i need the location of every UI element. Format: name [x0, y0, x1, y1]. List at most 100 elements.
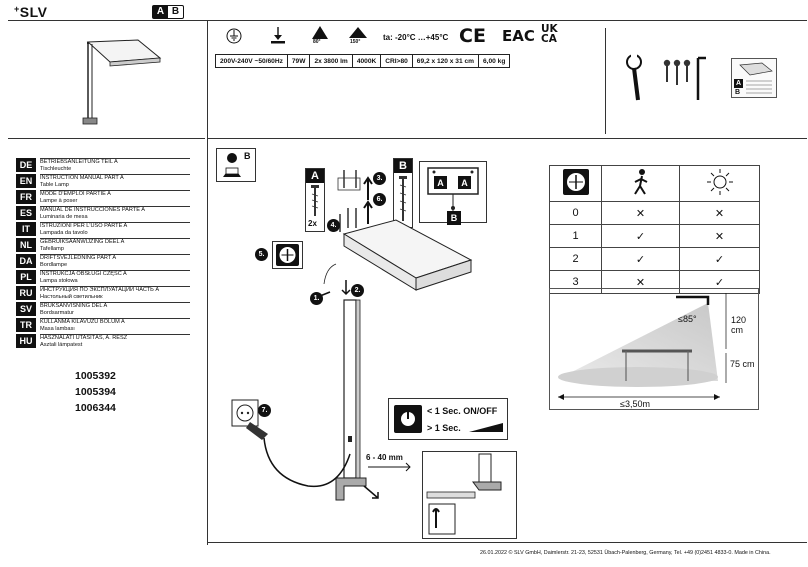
setting-value: 1: [549, 224, 602, 248]
dial-icon: [276, 244, 299, 266]
article-number: 1005394: [75, 386, 116, 398]
detail-label-a: A: [434, 176, 447, 189]
article-number: 1005392: [75, 370, 116, 382]
sensor-row: 2 ✓ ✓: [549, 247, 760, 271]
dim-text: > 1 Sec.: [427, 423, 461, 433]
sun-icon: [706, 169, 733, 195]
detection-radius: ≤3,50m: [620, 399, 650, 409]
spec-cri: CRI>80: [380, 54, 413, 68]
spec-power: 79W: [286, 54, 311, 68]
lang-code: HU: [16, 334, 36, 348]
plus-icon: +: [14, 4, 20, 14]
lang-code: NL: [16, 238, 36, 252]
bottom-rule: [208, 542, 807, 543]
tray-label-a: A: [734, 79, 743, 88]
lang-code: TR: [16, 318, 36, 332]
spec-table: 200V-240V ~50/60Hz 79W 2x 3800 lm 4000K …: [215, 54, 511, 68]
screw-icon: [663, 59, 691, 85]
motion-header: [601, 165, 680, 202]
lang-code: FR: [16, 190, 36, 204]
clamp-drawing: [426, 453, 502, 535]
top-rule: [8, 20, 807, 21]
ce-mark: CE: [459, 25, 486, 47]
beam-80-icon: [312, 26, 328, 39]
detection-cone-drawing: [558, 293, 727, 400]
sensor-row: 1 ✓ ✕: [549, 224, 760, 248]
screw-icon: [399, 176, 407, 221]
ukca-mark: UK CA: [541, 23, 558, 45]
ground-icon: [226, 28, 242, 44]
touch-button-icon: [394, 405, 422, 433]
screw-box-b: B: [393, 158, 413, 228]
detail-label-b: B: [447, 211, 461, 225]
tray-label-b: B: [735, 89, 741, 96]
sensor-row: 3 ✕ ✓: [549, 270, 760, 294]
step-6: 6.: [373, 193, 386, 206]
setting-value: 0: [549, 201, 602, 225]
badge-b: B: [171, 6, 180, 17]
brand-name: SLV: [19, 4, 48, 20]
main-divider: [207, 20, 208, 545]
lang-code: ES: [16, 206, 36, 220]
sensor-dial-box: [272, 241, 303, 269]
clamp-range: 6 - 40 mm: [366, 453, 403, 462]
parts-tray: A B: [731, 58, 777, 98]
lang-code: RU: [16, 286, 36, 300]
lang-code: IT: [16, 222, 36, 236]
lamp-assembly-drawing: [319, 170, 473, 501]
dial-header: [549, 165, 602, 202]
sensor-settings-table: 0 ✕ ✕ 1 ✓ ✕ 2 ✓ ✓ 3 ✕ ✓: [549, 165, 760, 294]
spec-dimensions: 69,2 x 120 x 31 cm: [411, 54, 480, 68]
daylight-mark: ✕: [679, 224, 760, 248]
screw-box-a: A 2x: [305, 168, 325, 232]
lang-code: DA: [16, 254, 36, 268]
lamp-thumbnail: [82, 39, 162, 125]
setting-value: 2: [549, 247, 602, 271]
motion-mark: ✕: [601, 201, 680, 225]
spec-weight: 6,00 kg: [477, 54, 511, 68]
daylight-mark: ✕: [679, 201, 760, 225]
badge-a: A: [153, 6, 168, 18]
mounting-surface-icon: [271, 27, 285, 44]
daylight-header: [679, 165, 760, 202]
beam-150-icon: [349, 27, 367, 38]
mid-rule: [208, 138, 807, 139]
touch-control-box: < 1 Sec. ON/OFF > 1 Sec.: [388, 398, 508, 440]
lang-code: DE: [16, 158, 36, 172]
step-4: 4.: [327, 219, 340, 232]
allen-key-icon: [696, 56, 706, 100]
motion-mark: ✓: [601, 224, 680, 248]
on-off-text: < 1 Sec. ON/OFF: [427, 406, 498, 416]
daylight-mark: ✓: [679, 247, 760, 271]
spec-voltage: 200V-240V ~50/60Hz: [215, 54, 288, 68]
part-badge: A B: [152, 5, 184, 19]
spec-lumen: 2x 3800 lm: [309, 54, 353, 68]
step-2: 2.: [351, 284, 364, 297]
lang-code: EN: [16, 174, 36, 188]
brand-logo: +SLV: [14, 4, 47, 20]
sensor-row: 0 ✕ ✕: [549, 201, 760, 225]
left-rule: [8, 138, 205, 139]
step-7: 7.: [258, 404, 271, 417]
beam-angle-150: 150°: [349, 25, 367, 47]
step-3: 3.: [373, 172, 386, 185]
table-height: 75 cm: [730, 359, 755, 369]
manual-part-b: B: [244, 151, 251, 161]
clamp-range-arrow: [368, 462, 411, 472]
lang-code: PL: [16, 270, 36, 284]
article-number: 1006344: [75, 402, 116, 414]
walking-person-icon: [633, 169, 647, 195]
power-plug-drawing: [231, 399, 351, 488]
